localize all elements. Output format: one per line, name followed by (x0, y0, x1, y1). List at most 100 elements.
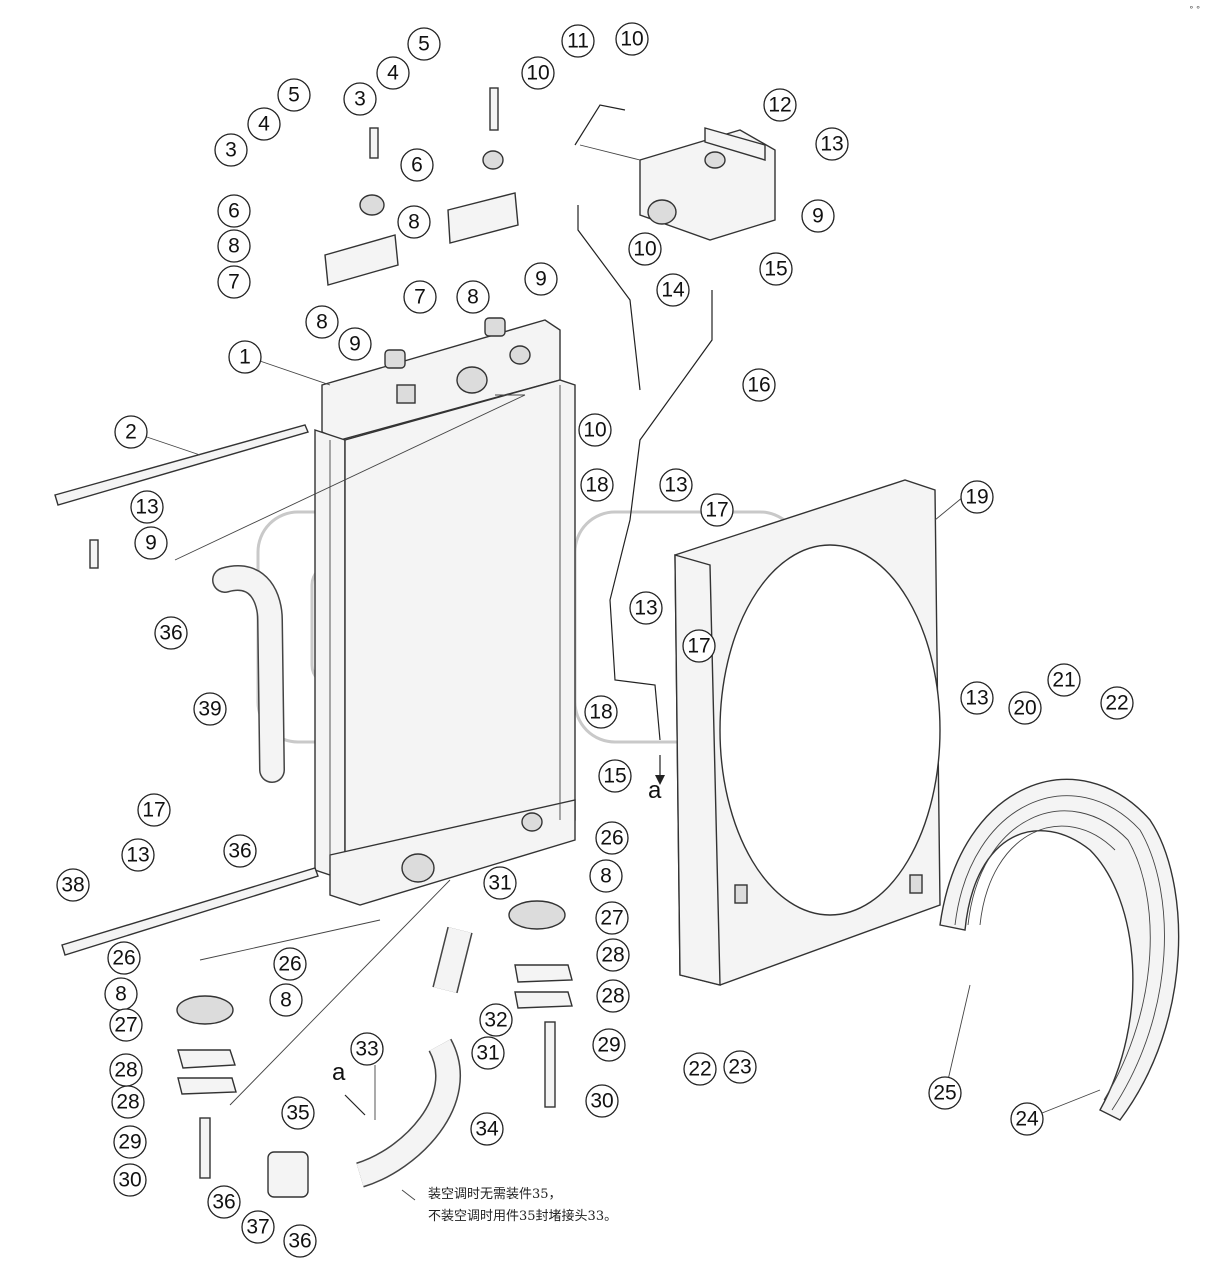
svg-text:29: 29 (118, 1131, 141, 1154)
callout-10: 10 (628, 232, 662, 266)
callout-9: 9 (338, 327, 372, 361)
svg-text:13: 13 (664, 474, 687, 497)
fan-shroud (674, 479, 941, 986)
callout-9: 9 (134, 526, 168, 560)
svg-text:13: 13 (820, 133, 843, 156)
svg-text:11: 11 (567, 30, 589, 53)
callout-18: 18 (584, 695, 618, 729)
callout-10: 10 (615, 22, 649, 56)
svg-text:28: 28 (601, 944, 624, 967)
hoses (212, 104, 713, 1198)
callout-8: 8 (269, 983, 303, 1017)
callout-3: 3 (343, 82, 377, 116)
callout-22: 22 (683, 1052, 717, 1086)
svg-text:10: 10 (526, 62, 549, 85)
svg-text:8: 8 (280, 989, 292, 1012)
svg-text:38: 38 (61, 874, 84, 897)
leader-lines (134, 144, 1101, 1201)
callout-7: 7 (403, 280, 437, 314)
svg-text:10: 10 (620, 28, 643, 51)
callout-21: 21 (1047, 663, 1081, 697)
svg-text:22: 22 (1105, 692, 1128, 715)
svg-text:37: 37 (246, 1216, 269, 1239)
radiator-core (314, 317, 576, 906)
svg-text:36: 36 (288, 1230, 311, 1253)
callout-15: 15 (759, 252, 793, 286)
callout-13: 13 (659, 468, 693, 502)
svg-text:4: 4 (387, 62, 399, 85)
fan-guard (939, 778, 1180, 1121)
svg-text:23: 23 (728, 1056, 751, 1079)
svg-text:18: 18 (589, 701, 612, 724)
corner-mark: ⚬⚬ (1188, 3, 1201, 12)
callout-33: 33 (350, 1032, 384, 1066)
svg-text:8: 8 (316, 311, 328, 334)
callout-25: 25 (928, 1076, 962, 1110)
svg-text:35: 35 (286, 1102, 309, 1125)
callout-31: 31 (471, 1036, 505, 1070)
callout-32: 32 (479, 1003, 513, 1037)
callout-17: 17 (682, 629, 716, 663)
callout-13: 13 (629, 591, 663, 625)
note-line-1: 装空调时无需装件35， (428, 1187, 562, 1202)
callout-17: 17 (137, 793, 171, 827)
callout-38: 38 (56, 868, 90, 902)
callout-8: 8 (456, 280, 490, 314)
svg-text:36: 36 (159, 622, 182, 645)
callout-31: 31 (483, 866, 517, 900)
svg-text:6: 6 (228, 200, 240, 223)
callout-6: 6 (400, 148, 434, 182)
callout-22: 22 (1100, 686, 1134, 720)
svg-text:17: 17 (142, 799, 165, 822)
callout-24: 24 (1010, 1102, 1044, 1136)
callout-36: 36 (283, 1224, 317, 1258)
callout-28: 28 (596, 979, 630, 1013)
svg-text:10: 10 (583, 419, 606, 442)
svg-text:10: 10 (633, 238, 656, 261)
callout-8: 8 (217, 229, 251, 263)
svg-text:29: 29 (597, 1034, 620, 1057)
brackets (54, 87, 573, 1179)
svg-text:36: 36 (228, 840, 251, 863)
svg-text:13: 13 (634, 597, 657, 620)
callout-17: 17 (700, 493, 734, 527)
svg-text:28: 28 (114, 1059, 137, 1082)
svg-text:2: 2 (125, 421, 137, 444)
callout-13: 13 (130, 490, 164, 524)
callout-3: 3 (214, 133, 248, 167)
callout-30: 30 (585, 1084, 619, 1118)
callout-4: 4 (376, 56, 410, 90)
svg-text:1: 1 (239, 346, 251, 369)
svg-text:8: 8 (408, 211, 420, 234)
svg-text:30: 30 (590, 1090, 613, 1113)
svg-text:27: 27 (114, 1014, 137, 1037)
svg-text:5: 5 (418, 33, 430, 56)
svg-text:13: 13 (126, 844, 149, 867)
callout-37: 37 (241, 1210, 275, 1244)
svg-text:13: 13 (135, 496, 158, 519)
svg-text:22: 22 (688, 1058, 711, 1081)
svg-text:31: 31 (476, 1042, 499, 1065)
svg-text:4: 4 (258, 113, 270, 136)
callouts: 1 2 3 3 4 4 5 5 6 6 7 7 8 8 8 8 8 8 8 9 … (56, 22, 1134, 1258)
callout-35: 35 (281, 1096, 315, 1130)
svg-text:12: 12 (768, 94, 791, 117)
callout-6: 6 (217, 194, 251, 228)
callout-8: 8 (104, 977, 138, 1011)
callout-18: 18 (580, 468, 614, 502)
direction-label-left: a (332, 1059, 346, 1086)
callout-4: 4 (247, 107, 281, 141)
svg-text:14: 14 (661, 279, 685, 302)
svg-text:9: 9 (349, 333, 361, 356)
svg-text:30: 30 (118, 1169, 141, 1192)
svg-text:3: 3 (225, 139, 237, 162)
svg-text:15: 15 (764, 258, 787, 281)
callout-30: 30 (113, 1163, 147, 1197)
callout-28: 28 (109, 1053, 143, 1087)
svg-text:24: 24 (1015, 1108, 1039, 1131)
callout-16: 16 (742, 368, 776, 402)
svg-text:21: 21 (1052, 669, 1075, 692)
svg-text:5: 5 (288, 84, 300, 107)
svg-text:32: 32 (484, 1009, 507, 1032)
svg-text:26: 26 (112, 947, 135, 970)
